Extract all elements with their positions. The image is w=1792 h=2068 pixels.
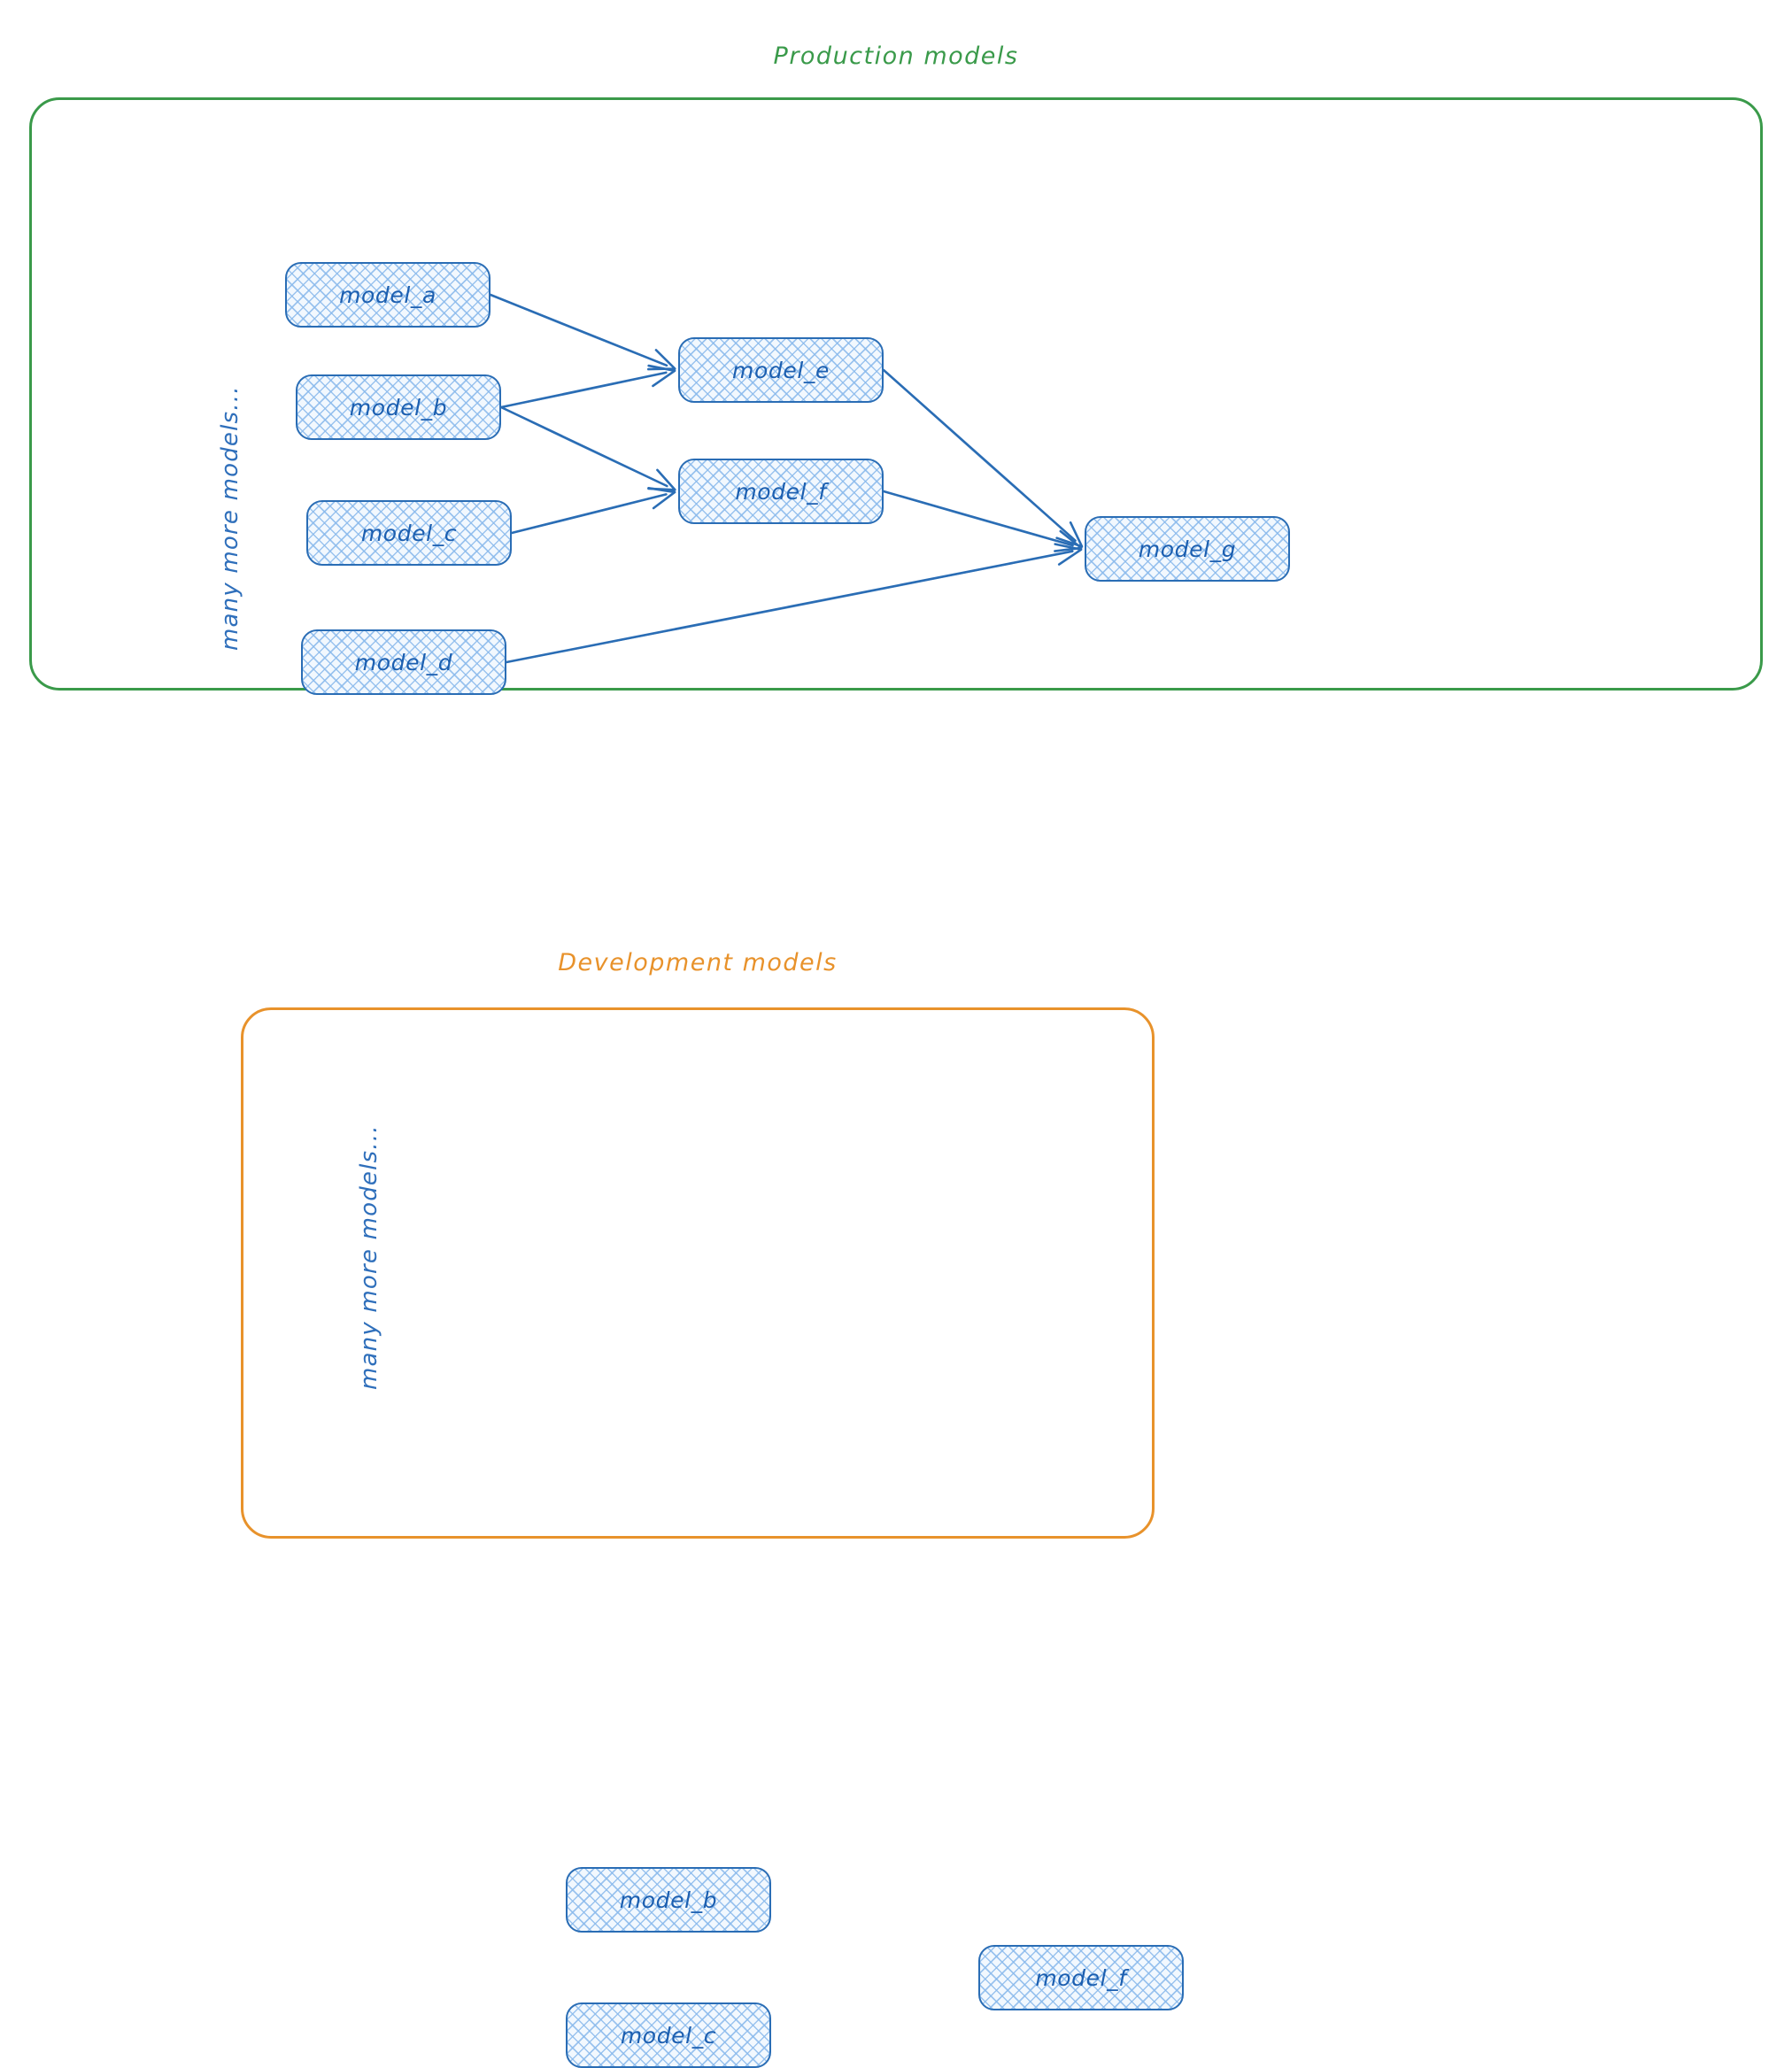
model-node-label: model_f xyxy=(735,478,827,505)
model-node-label: model_e xyxy=(732,357,830,383)
model-node-label: model_a xyxy=(339,282,436,308)
model-node-label: model_f xyxy=(1035,1964,1127,1991)
model-node-model-e[interactable]: model_e xyxy=(678,337,884,403)
model-node-label: model_g xyxy=(1138,536,1237,562)
model-node-dev-model-c[interactable]: model_c xyxy=(566,2002,771,2068)
development-group-frame xyxy=(241,1007,1155,1539)
model-node-model-a[interactable]: model_a xyxy=(285,262,490,328)
production-group-frame xyxy=(29,97,1763,691)
model-node-model-g[interactable]: model_g xyxy=(1085,516,1290,582)
model-node-label: model_b xyxy=(619,1887,718,1913)
model-node-label: model_c xyxy=(620,2022,717,2049)
model-node-model-d[interactable]: model_d xyxy=(301,629,506,695)
diagram-canvas: Production models many more models... De… xyxy=(29,42,1763,2068)
model-node-model-f[interactable]: model_f xyxy=(678,459,884,524)
development-many-more-models-label: many more models... xyxy=(356,1124,382,1390)
development-group-title: Development models xyxy=(558,949,838,976)
model-node-model-b[interactable]: model_b xyxy=(296,374,501,440)
model-node-model-c[interactable]: model_c xyxy=(306,500,512,566)
production-many-more-models-label: many more models... xyxy=(217,385,243,651)
model-node-label: model_c xyxy=(360,520,458,546)
model-node-label: model_d xyxy=(354,649,453,675)
model-node-label: model_b xyxy=(349,394,448,421)
production-group-title: Production models xyxy=(773,42,1019,70)
model-node-dev-model-f[interactable]: model_f xyxy=(978,1945,1184,2010)
model-node-dev-model-b[interactable]: model_b xyxy=(566,1867,771,1933)
